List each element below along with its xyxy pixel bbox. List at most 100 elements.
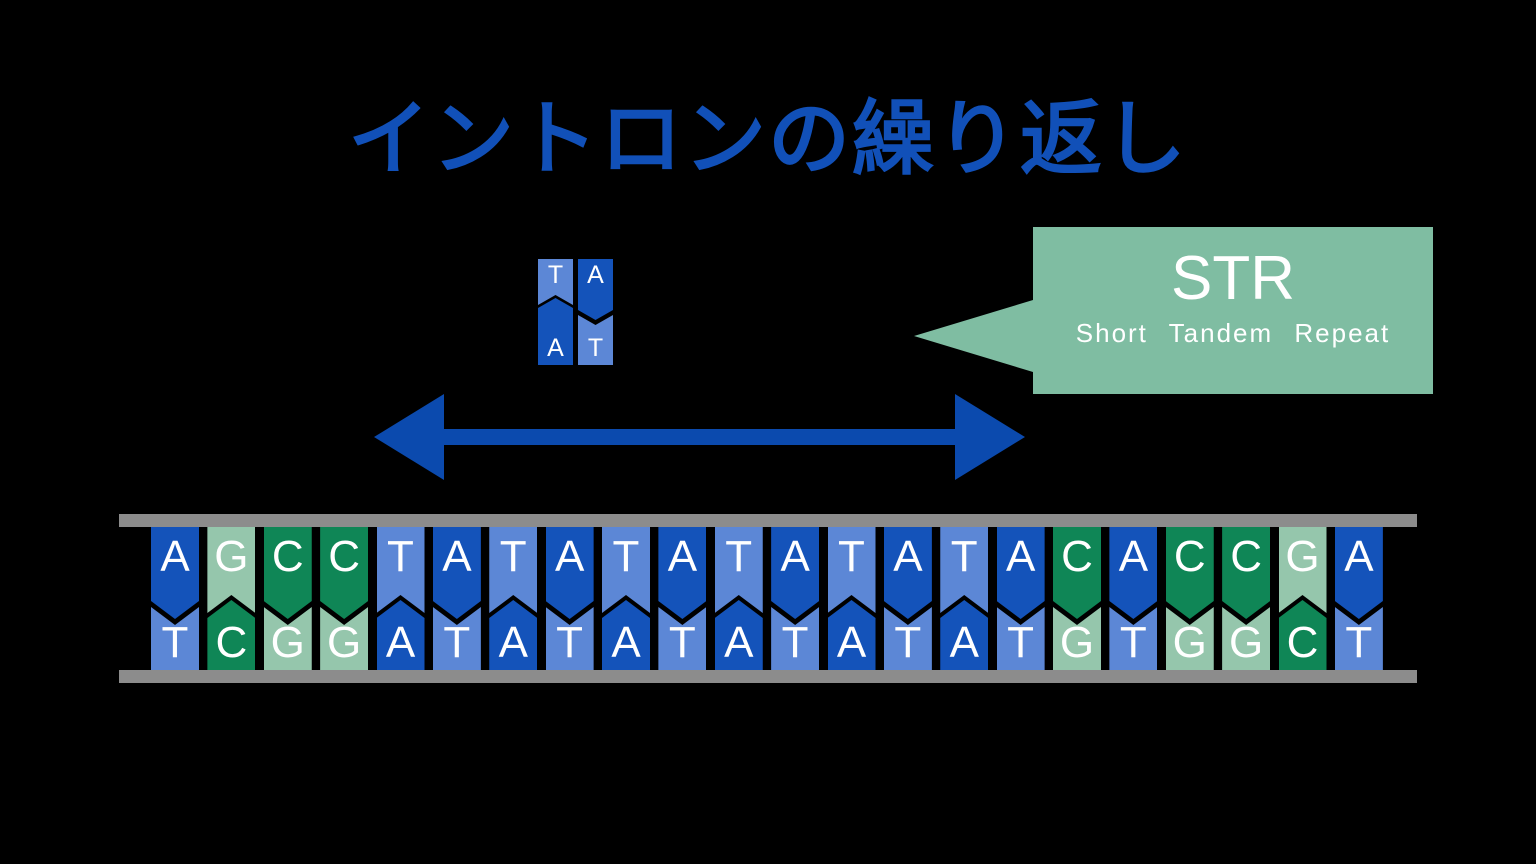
base-letter: A [836, 618, 867, 667]
base-letter: A [1118, 532, 1149, 581]
base-letter: C [1286, 618, 1319, 667]
base-tile-G: G [320, 607, 369, 670]
base-letter: C [1173, 532, 1206, 581]
base-letter: G [327, 618, 362, 667]
base-tile-A: A [433, 527, 481, 619]
base-tile-A: A [940, 600, 989, 670]
base-tile-T: T [1109, 607, 1158, 670]
base-letter: A [160, 532, 190, 581]
base-letter: T [781, 618, 809, 667]
base-letter: G [1285, 532, 1320, 581]
base-letter: G [1172, 618, 1207, 667]
base-tile-A: A [376, 600, 425, 670]
base-letter: G [214, 532, 249, 581]
arrow-right-head-icon [955, 394, 1025, 480]
base-letter: T [587, 334, 604, 362]
base-letter: T [1119, 618, 1147, 667]
base-letter: T [838, 532, 865, 581]
base-tile-A: A [997, 527, 1045, 619]
base-letter: A [893, 532, 923, 581]
dna-backbone-bottom [119, 670, 1417, 683]
base-letter: T [499, 532, 527, 581]
arrow-shaft [438, 429, 960, 445]
base-tile-C: C [207, 600, 256, 670]
base-letter: G [270, 618, 305, 667]
base-tile-A: A [546, 527, 594, 619]
base-letter: A [780, 532, 810, 581]
base-letter: A [724, 618, 754, 667]
base-letter: A [498, 618, 528, 667]
base-letter: A [385, 618, 416, 667]
base-tile-G: G [1279, 527, 1327, 613]
base-tile-T: T [771, 607, 820, 670]
base-letter: T [1007, 618, 1035, 667]
base-tile-A: A [884, 527, 932, 619]
base-letter: T [443, 618, 471, 667]
base-letter: T [387, 532, 414, 581]
str-abbreviation: STR [1171, 244, 1295, 313]
base-letter: A [442, 532, 472, 581]
base-tile-T: T [489, 527, 537, 613]
base-tile-T: T [602, 527, 650, 613]
base-letter: T [556, 618, 584, 667]
base-letter: C [271, 532, 304, 581]
base-tile-A: A [489, 600, 538, 670]
base-tile-C: C [1166, 527, 1214, 619]
base-letter: T [668, 618, 696, 667]
base-tile-A: A [602, 600, 650, 670]
page-title: イントロンの繰り返し [347, 94, 1188, 185]
base-tile-A: A [1109, 527, 1157, 619]
base-tile-T: T [883, 607, 932, 670]
dna-backbone-top [119, 514, 1417, 527]
base-letter: C [215, 618, 248, 667]
base-tile-C: C [1278, 600, 1327, 670]
base-tile-C: C [1053, 527, 1101, 619]
base-tile-A: A [658, 527, 706, 619]
base-letter: A [554, 532, 585, 581]
base-letter: G [1229, 618, 1264, 667]
base-letter: T [725, 532, 753, 581]
base-tile-A: A [714, 600, 763, 670]
base-letter: T [1345, 618, 1373, 667]
base-letter: A [1005, 532, 1036, 581]
base-tile-A: A [771, 527, 819, 619]
base-letter: A [611, 618, 641, 667]
base-letter: A [949, 618, 979, 667]
str-full-name: Short Tandem Repeat [1075, 318, 1391, 349]
base-tile-T: T [377, 527, 425, 613]
base-letter: C [1230, 532, 1263, 581]
arrow-left-head-icon [374, 394, 444, 480]
str-callout: STR Short Tandem Repeat [914, 227, 1433, 394]
base-tile-A: A [538, 298, 573, 365]
base-letter: T [547, 261, 564, 289]
base-letter: T [894, 618, 922, 667]
base-letter: A [667, 532, 698, 581]
base-tile-C: C [320, 527, 368, 619]
base-letter: C [1061, 532, 1093, 581]
base-letter: C [328, 532, 361, 581]
base-tile-A: A [1335, 527, 1383, 619]
base-tile-A: A [827, 600, 876, 670]
